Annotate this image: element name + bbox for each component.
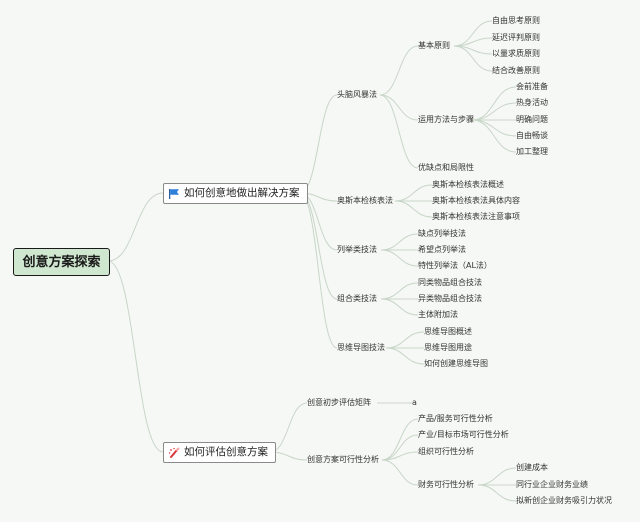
list-item[interactable]: 产品/服务可行性分析 — [418, 414, 493, 423]
connector-line — [299, 192, 338, 349]
connector-line — [477, 467, 517, 486]
list-item[interactable]: 异类物品组合技法 — [418, 294, 482, 303]
connector-line — [394, 200, 433, 218]
list-item[interactable]: 如何创建思维导图 — [424, 359, 488, 368]
connector-line — [471, 119, 517, 137]
connector-line — [381, 418, 419, 461]
list-item[interactable]: 思维导图用途 — [424, 343, 472, 352]
connector-line — [471, 102, 517, 121]
method-brainstorming[interactable]: 头脑风暴法 — [337, 90, 377, 99]
connector-line — [394, 184, 433, 202]
branch-evaluate-solutions[interactable]: 如何评估创意方案 — [163, 442, 276, 463]
connector-line — [385, 347, 425, 365]
list-item[interactable]: 结合改善原则 — [492, 66, 540, 75]
list-item[interactable]: 拟新创企业财务吸引力状况 — [516, 496, 612, 505]
list-item[interactable]: 加工整理 — [516, 147, 548, 156]
list-item[interactable]: 自由思考原则 — [492, 16, 540, 25]
list-item[interactable]: 同类物品组合技法 — [418, 278, 482, 287]
connector-line — [107, 192, 164, 262]
list-item[interactable]: 思维导图概述 — [424, 327, 472, 336]
list-item[interactable]: 奥斯本检核表法注意事项 — [432, 212, 520, 221]
connector-line — [477, 484, 517, 502]
list-item[interactable]: 希望点列举法 — [418, 245, 466, 254]
connector-line — [453, 45, 493, 72]
list-item[interactable]: 明确问题 — [516, 115, 548, 124]
connector-line — [299, 94, 338, 194]
connector-line — [380, 249, 419, 267]
list-item[interactable]: 特性列举法（AL法） — [418, 261, 492, 270]
connector-line — [299, 192, 338, 300]
eval-feasibility-analysis[interactable]: 创意方案可行性分析 — [307, 455, 379, 464]
connector-line — [381, 459, 419, 486]
list-item[interactable]: 奥斯本检核表法具体内容 — [432, 196, 520, 205]
connector-line — [380, 298, 419, 316]
list-item[interactable]: 自由畅谈 — [516, 131, 548, 140]
list-item[interactable]: 组织可行性分析 — [418, 447, 474, 456]
connector-line — [381, 451, 419, 461]
brainstorm-steps[interactable]: 运用方法与步骤 — [418, 115, 474, 124]
list-item[interactable]: 创建成本 — [516, 463, 548, 472]
brainstorm-pros-cons[interactable]: 优缺点和局限性 — [418, 163, 474, 172]
method-listing[interactable]: 列举类技法 — [337, 245, 377, 254]
method-osborn-checklist[interactable]: 奥斯本检核表法 — [337, 196, 393, 205]
list-item[interactable]: 会前准备 — [516, 82, 548, 91]
list-item[interactable]: 主体附加法 — [418, 310, 458, 319]
connector-line — [385, 331, 425, 349]
blue-flag-icon — [168, 188, 180, 200]
branch-create-solutions[interactable]: 如何创意地做出解决方案 — [163, 183, 308, 204]
list-item[interactable]: 缺点列举技法 — [418, 229, 466, 238]
connector-line — [381, 434, 419, 461]
connector-line — [453, 20, 493, 47]
list-item[interactable]: 产业/目标市场可行性分析 — [418, 430, 509, 439]
sparkle-pencil-icon — [168, 447, 180, 459]
list-item[interactable]: a — [412, 398, 417, 407]
list-item[interactable]: 以量求质原则 — [492, 49, 540, 58]
method-combination[interactable]: 组合类技法 — [337, 294, 377, 303]
brainstorm-basic-principles[interactable]: 基本原则 — [418, 41, 450, 50]
connector-line — [380, 282, 419, 300]
list-item[interactable]: 奥斯本检核表法概述 — [432, 180, 504, 189]
root-topic[interactable]: 创意方案探索 — [13, 248, 110, 276]
connector-line — [379, 94, 419, 121]
connector-line — [380, 233, 419, 251]
list-item[interactable]: 热身活动 — [516, 98, 548, 107]
eval-financial-feasibility[interactable]: 财务可行性分析 — [418, 480, 474, 489]
connector-line — [471, 119, 517, 153]
connector-line — [471, 86, 517, 121]
connector-line — [379, 94, 419, 169]
connector-line — [379, 45, 419, 96]
method-mind-mapping[interactable]: 思维导图技法 — [337, 343, 385, 352]
connector-line — [107, 260, 164, 453]
list-item[interactable]: 延迟评判原则 — [492, 33, 540, 42]
list-item[interactable]: 同行业企业财务业绩 — [516, 480, 588, 489]
eval-initial-matrix[interactable]: 创意初步评估矩阵 — [307, 398, 371, 407]
